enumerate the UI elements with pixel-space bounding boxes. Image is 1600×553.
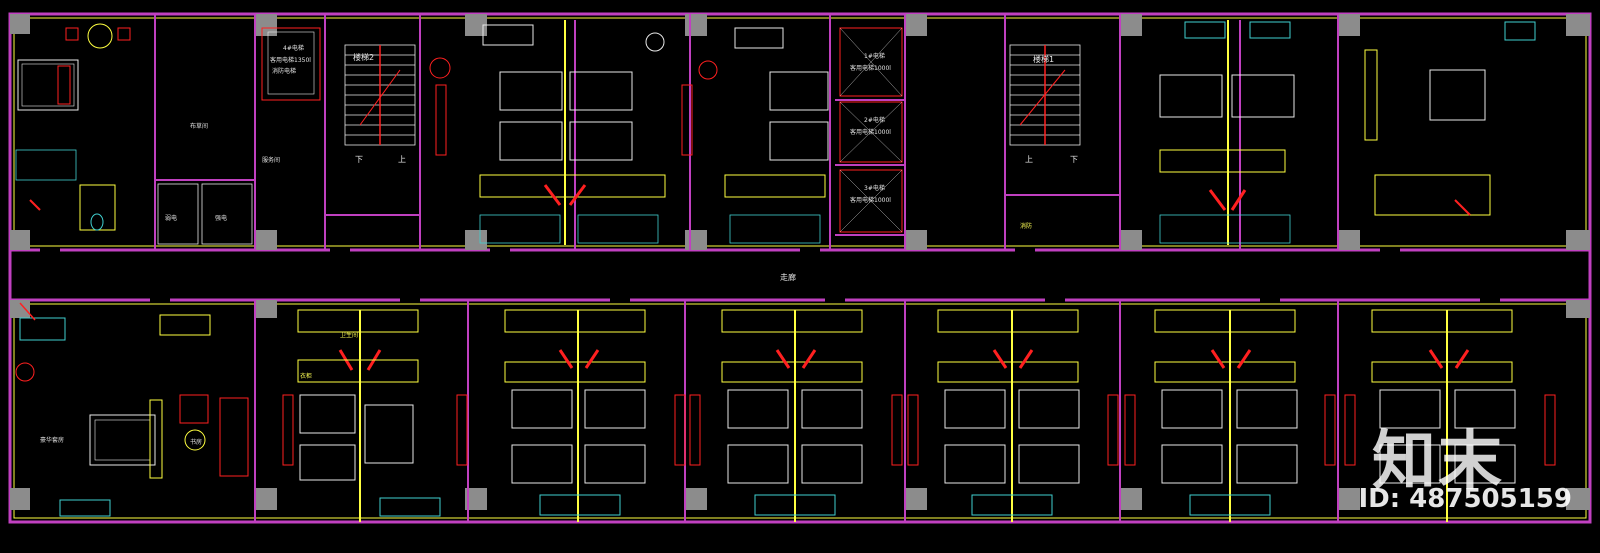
bottom-room-1 xyxy=(282,309,441,517)
elevator-3-label: 3#电梯 xyxy=(864,184,885,192)
elevator-4-sub: 客用电梯1350l xyxy=(270,56,311,64)
top-room-c xyxy=(1159,21,1295,244)
suite-top-left xyxy=(15,23,131,231)
elevator-4 xyxy=(261,27,321,101)
strong-current-label: 强电 xyxy=(215,214,227,222)
top-room-b xyxy=(698,27,829,244)
study-label: 书房 xyxy=(190,438,202,446)
service-shafts xyxy=(157,183,253,245)
corridor-doors xyxy=(40,248,1500,302)
suite-bottom-left xyxy=(15,302,249,517)
stair-1-down: 下 xyxy=(1070,155,1078,164)
top-room-d xyxy=(1364,21,1536,216)
linen-room-label: 布草间 xyxy=(190,122,208,130)
stair-2 xyxy=(344,44,416,146)
bath-label: 卫生间 xyxy=(340,331,358,339)
bottom-room-2 xyxy=(456,309,686,516)
weak-current-label: 弱电 xyxy=(165,214,177,222)
stair-2-down: 下 xyxy=(355,155,363,164)
bottom-partitions xyxy=(254,300,1339,522)
bottom-center-dividers xyxy=(359,20,1448,522)
elevator-2-sub: 客用电梯1000l xyxy=(850,128,891,136)
stair-1 xyxy=(1009,44,1081,146)
elevator-4-sub2: 消防电梯 xyxy=(272,67,296,75)
elevator-4-label: 4#电梯 xyxy=(283,44,304,52)
top-partitions xyxy=(154,14,1339,250)
bottom-room-3 xyxy=(689,309,903,516)
watermark-logo: 知末 xyxy=(1372,425,1504,499)
wardrobe-label: 衣柜 xyxy=(300,372,312,380)
stair-2-label: 楼梯2 xyxy=(353,52,374,62)
stair-2-up: 上 xyxy=(398,155,406,164)
elevator-3-sub: 客用电梯1000l xyxy=(850,196,891,204)
pantry-label: 服务间 xyxy=(262,156,280,164)
inner-wall-lines xyxy=(13,17,1587,519)
bottom-room-6 xyxy=(1344,309,1556,484)
elevator-bank xyxy=(839,27,903,233)
stair-1-label: 楼梯1 xyxy=(1033,54,1054,64)
bottom-room-4 xyxy=(907,309,1119,516)
elevator-2-label: 2#电梯 xyxy=(864,116,885,124)
stair-1-up: 上 xyxy=(1025,155,1033,164)
outer-walls xyxy=(8,12,1592,524)
elevator-1-label: 1#电梯 xyxy=(864,52,885,60)
corridor-label: 走廊 xyxy=(780,272,796,282)
suite-label: 豪华套房 xyxy=(40,436,64,444)
elevator-1-sub: 客用电梯1000l xyxy=(850,64,891,72)
fire-label: 消防 xyxy=(1020,222,1032,230)
top-room-a xyxy=(429,24,693,244)
bottom-room-5 xyxy=(1124,309,1336,516)
watermark-id: ID: 487505159 xyxy=(1358,484,1572,514)
structural-columns xyxy=(10,14,1590,510)
